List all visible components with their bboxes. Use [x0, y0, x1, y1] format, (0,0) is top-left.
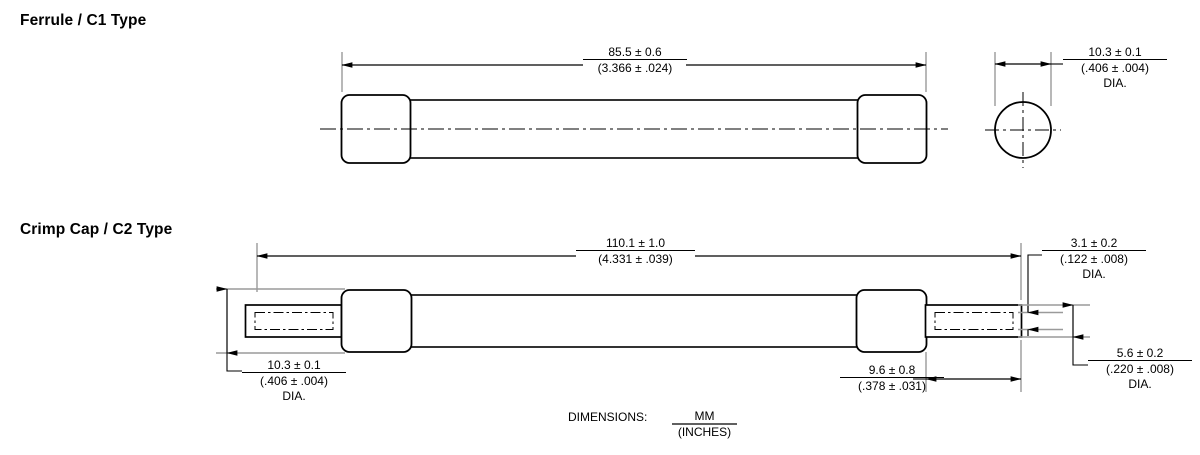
c1-diameter-inches: (.406 ± .004)	[1081, 61, 1149, 75]
dimensions-unit-numerator: MM	[694, 409, 715, 423]
c2-wire-diameter-dimension-label: 3.1 ± 0.2 (.122 ± .008) DIA.	[1042, 236, 1146, 281]
c1-length-dimension	[341, 52, 927, 92]
c2-lead-tube-diameter-suffix: DIA.	[1128, 377, 1152, 391]
c2-lead-length-mm: 9.6 ± 0.8	[840, 363, 944, 378]
c1-length-mm: 85.5 ± 0.6	[583, 45, 687, 60]
c2-lead-tube-diameter-inches: (.220 ± .008)	[1106, 362, 1174, 376]
c1-end-view	[985, 52, 1063, 168]
c1-length-dimension-label: 85.5 ± 0.6 (3.366 ± .024)	[583, 45, 687, 75]
c2-wire-diameter-dimension	[1018, 254, 1063, 336]
c2-length-inches: (4.331 ± .039)	[598, 252, 673, 266]
c2-lead-length-dimension-label: 9.6 ± 0.8 (.378 ± .031)	[840, 363, 944, 393]
c2-lead-tube-diameter-dimension	[1018, 302, 1090, 366]
c2-body-diameter-mm: 10.3 ± 0.1	[242, 358, 346, 373]
c2-left-end-cap	[340, 289, 413, 353]
c2-right-hidden-wire	[934, 312, 1014, 330]
c2-wire-diameter-inches: (.122 ± .008)	[1060, 252, 1128, 266]
c2-lead-leader	[1072, 337, 1088, 366]
c2-body-diameter-dimension-label: 10.3 ± 0.1 (.406 ± .004) DIA.	[242, 358, 346, 403]
dimensions-note-label: DIMENSIONS:	[568, 410, 648, 424]
c2-length-mm: 110.1 ± 1.0	[576, 236, 695, 251]
c2-right-end-cap	[855, 289, 928, 353]
c2-wire-diameter-mm: 3.1 ± 0.2	[1042, 236, 1146, 251]
dimensions-unit-denominator: (INCHES)	[677, 425, 732, 439]
c2-side-view	[244, 289, 1023, 353]
c1-length-inches: (3.366 ± .024)	[597, 61, 673, 75]
section-title-crimp-cap-c2: Crimp Cap / C2 Type	[20, 221, 173, 238]
c2-left-lead-tube	[244, 304, 343, 338]
c1-diameter-mm: 10.3 ± 0.1	[1063, 45, 1167, 60]
c1-diameter-dimension-label: 10.3 ± 0.1 (.406 ± .004) DIA.	[1063, 45, 1167, 90]
c2-right-lead-tube	[924, 304, 1023, 338]
c2-length-dimension-label: 110.1 ± 1.0 (4.331 ± .039)	[576, 236, 695, 266]
c2-length-dimension	[256, 243, 1022, 300]
c2-lead-tube-diameter-dimension-label: 5.6 ± 0.2 (.220 ± .008) DIA.	[1088, 346, 1192, 391]
c2-body-diameter-dimension	[216, 286, 345, 372]
section-title-ferrule-c1: Ferrule / C1 Type	[20, 12, 147, 29]
c2-dia-leader	[226, 353, 242, 372]
c2-lead-length-dimension	[913, 340, 1022, 392]
c1-diameter-suffix: DIA.	[1103, 76, 1127, 90]
c1-side-view	[320, 94, 948, 164]
c2-body-tube	[409, 294, 859, 348]
c2-left-hidden-wire	[254, 312, 334, 330]
c2-wire-leader	[1027, 254, 1042, 312]
c2-body-diameter-suffix: DIA.	[282, 389, 306, 403]
c2-wire-diameter-suffix: DIA.	[1082, 267, 1106, 281]
c2-body-diameter-inches: (.406 ± .004)	[260, 374, 328, 388]
c2-lead-length-inches: (.378 ± .031)	[858, 379, 926, 393]
c2-lead-tube-diameter-mm: 5.6 ± 0.2	[1088, 346, 1192, 361]
